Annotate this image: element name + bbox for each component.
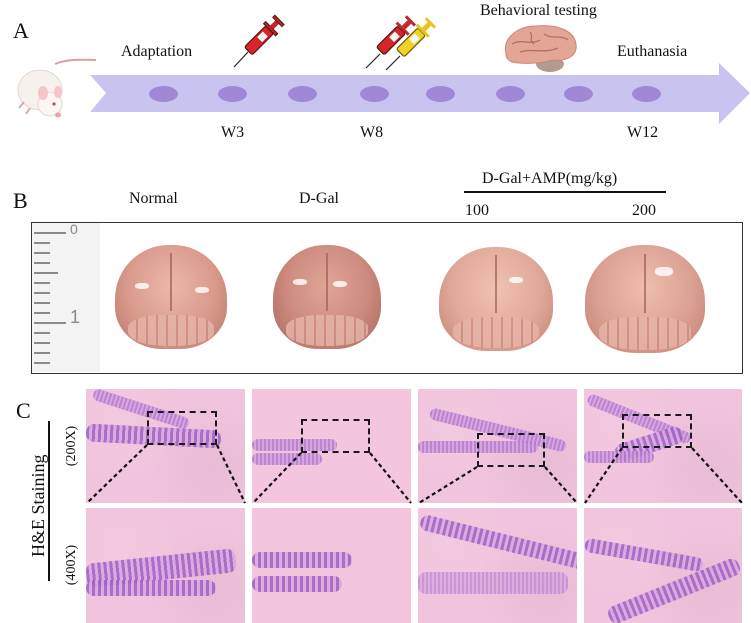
stage-adaptation-label: Adaptation bbox=[121, 43, 193, 60]
histology-400x-dgal bbox=[252, 508, 411, 623]
ruler-mark-0: 0 bbox=[70, 221, 78, 237]
stain-divider bbox=[48, 421, 50, 581]
brain-photo-dgal bbox=[273, 245, 381, 349]
treatment-underline bbox=[464, 191, 666, 193]
ruler: 0 1 bbox=[32, 221, 100, 372]
dose-label-100: 100 bbox=[465, 202, 489, 219]
histology-200x-amp-100 bbox=[418, 389, 577, 503]
brain-photo-amp-100 bbox=[439, 247, 553, 351]
histology-200x-dgal bbox=[252, 389, 411, 503]
timeline-point bbox=[218, 86, 247, 102]
brain-icon bbox=[504, 25, 577, 72]
brain-photo-amp-200 bbox=[585, 245, 705, 353]
week-label-w12: W12 bbox=[627, 124, 659, 141]
group-label-dgal: D-Gal bbox=[299, 190, 339, 207]
timeline-point bbox=[496, 86, 525, 102]
stain-label: H&E Staining bbox=[28, 454, 48, 558]
timeline-point bbox=[426, 86, 455, 102]
timeline-arrow bbox=[90, 63, 750, 124]
panel-letter-b: B bbox=[13, 188, 28, 213]
syringe-red-icon bbox=[233, 14, 285, 68]
histology-200x-normal bbox=[86, 389, 245, 503]
row-label-200x: (200X) bbox=[64, 425, 79, 467]
syringe-red-yellow-icon bbox=[365, 15, 437, 71]
timeline-point bbox=[632, 86, 661, 102]
week-label-w8: W8 bbox=[360, 124, 384, 141]
brain-photo-normal bbox=[115, 245, 227, 349]
panel-letter-c: C bbox=[16, 398, 31, 423]
timeline-point bbox=[360, 86, 389, 102]
mouse-icon bbox=[17, 58, 97, 118]
treatment-header: D-Gal+AMP(mg/kg) bbox=[482, 170, 618, 187]
stage-behavioral-testing-label: Behavioral testing bbox=[480, 2, 597, 19]
panel-letter-a: A bbox=[13, 18, 29, 43]
histology-400x-normal bbox=[86, 508, 245, 623]
dose-label-200: 200 bbox=[632, 202, 656, 219]
week-label-w3: W3 bbox=[221, 124, 245, 141]
histology-200x-amp-200 bbox=[584, 389, 742, 503]
timeline-point bbox=[149, 86, 178, 102]
group-label-normal: Normal bbox=[129, 190, 178, 207]
brain-photo-frame: 0 1 bbox=[31, 221, 743, 374]
row-label-400x: (400X) bbox=[64, 544, 79, 586]
ruler-mark-1: 1 bbox=[70, 307, 81, 327]
timeline-point bbox=[564, 86, 593, 102]
stage-euthanasia-label: Euthanasia bbox=[617, 43, 688, 60]
timeline-point bbox=[288, 86, 317, 102]
histology-400x-amp-200 bbox=[584, 508, 742, 623]
histology-400x-amp-100 bbox=[418, 508, 577, 623]
